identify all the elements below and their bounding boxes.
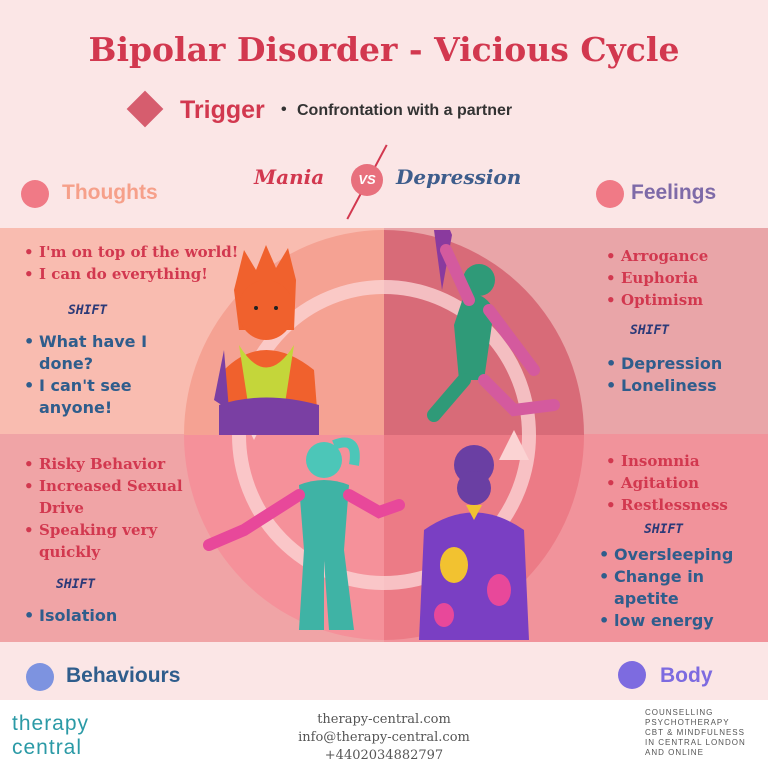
email-link[interactable]: info@therapy-central.com: [298, 730, 470, 745]
trigger-bullet: •: [281, 101, 287, 118]
feelings-mania-list: •Arrogance •Euphoria •Optimism: [606, 245, 756, 311]
vs-badge: VS: [351, 164, 383, 196]
tagline-line: AND ONLINE: [645, 748, 704, 757]
list-item: •Speaking very quickly: [24, 521, 158, 561]
list-item: •Arrogance: [606, 247, 709, 265]
behaviours-dot-icon: [26, 663, 54, 691]
list-item: •Euphoria: [606, 269, 699, 287]
figure-thoughts-icon: [214, 245, 319, 435]
logo-central: central: [12, 736, 83, 759]
feelings-depression-list: •Depression •Loneliness: [606, 353, 756, 397]
behaviours-mania-list: •Risky Behavior •Increased Sexual Drive …: [24, 453, 184, 563]
list-item: •Isolation: [24, 606, 118, 625]
cycle-arrow-icon: [499, 430, 529, 460]
list-item: •Agitation: [606, 474, 700, 492]
page-title: Bipolar Disorder - Vicious Cycle: [88, 30, 680, 69]
footer: [0, 700, 768, 768]
list-item: •Increased Sexual Drive: [24, 477, 183, 517]
list-item: •Loneliness: [606, 376, 717, 395]
behaviours-label: Behaviours: [66, 664, 181, 687]
tagline-line: COUNSELLING: [645, 708, 714, 717]
logo-therapy: therapy: [12, 712, 90, 735]
list-item: •Oversleeping: [599, 545, 734, 564]
trigger-diamond-icon: [126, 90, 164, 128]
website-link[interactable]: therapy-central.com: [317, 712, 451, 727]
list-item: •Insomnia: [606, 452, 700, 470]
tagline-line: PSYCHOTHERAPY: [645, 718, 730, 727]
list-item: •I'm on top of the world!: [24, 243, 239, 261]
depression-label: Depression: [396, 165, 522, 189]
list-item: •I can't see anyone!: [24, 376, 132, 417]
list-item: •Optimism: [606, 291, 704, 309]
mania-label: Mania: [254, 165, 325, 189]
body-shift-label: SHIFT: [644, 522, 684, 537]
list-item: •Restlessness: [606, 496, 728, 514]
tagline: COUNSELLING PSYCHOTHERAPY CBT & MINDFULN…: [645, 708, 746, 758]
list-item: •low energy: [599, 611, 714, 630]
body-depression-list: •Oversleeping •Change in apetite •low en…: [599, 544, 759, 632]
trigger-text: Confrontation with a partner: [297, 102, 513, 119]
thoughts-depression-list: •What have I done? •I can't see anyone!: [24, 331, 184, 419]
figure-feelings-icon: [427, 230, 560, 422]
list-item: •What have I done?: [24, 332, 148, 373]
list-item: •Risky Behavior: [24, 455, 166, 473]
body-dot-icon: [618, 661, 646, 689]
feelings-label: Feelings: [631, 181, 717, 204]
thoughts-shift-label: SHIFT: [68, 303, 108, 318]
phone-number[interactable]: +4402034882797: [324, 748, 444, 763]
figure-body-icon: [419, 445, 529, 640]
behaviours-depression-list: •Isolation: [24, 605, 174, 627]
list-item: •Change in apetite: [599, 567, 705, 608]
figure-behaviours-icon: [203, 437, 405, 630]
tagline-line: CBT & MINDFULNESS: [645, 728, 745, 737]
thoughts-label: Thoughts: [62, 181, 158, 204]
thoughts-mania-list: •I'm on top of the world! •I can do ever…: [24, 241, 274, 285]
feelings-dot-icon: [596, 180, 624, 208]
list-item: •Depression: [606, 354, 723, 373]
tagline-line: IN CENTRAL LONDON: [645, 738, 746, 747]
behaviours-shift-label: SHIFT: [56, 577, 96, 592]
body-label: Body: [660, 664, 713, 687]
thoughts-dot-icon: [21, 180, 49, 208]
trigger-label: Trigger: [180, 96, 265, 124]
body-mania-list: •Insomnia •Agitation •Restlessness: [606, 450, 756, 516]
feelings-shift-label: SHIFT: [630, 323, 670, 338]
cycle-illustration: [184, 230, 584, 640]
list-item: •I can do everything!: [24, 265, 208, 283]
